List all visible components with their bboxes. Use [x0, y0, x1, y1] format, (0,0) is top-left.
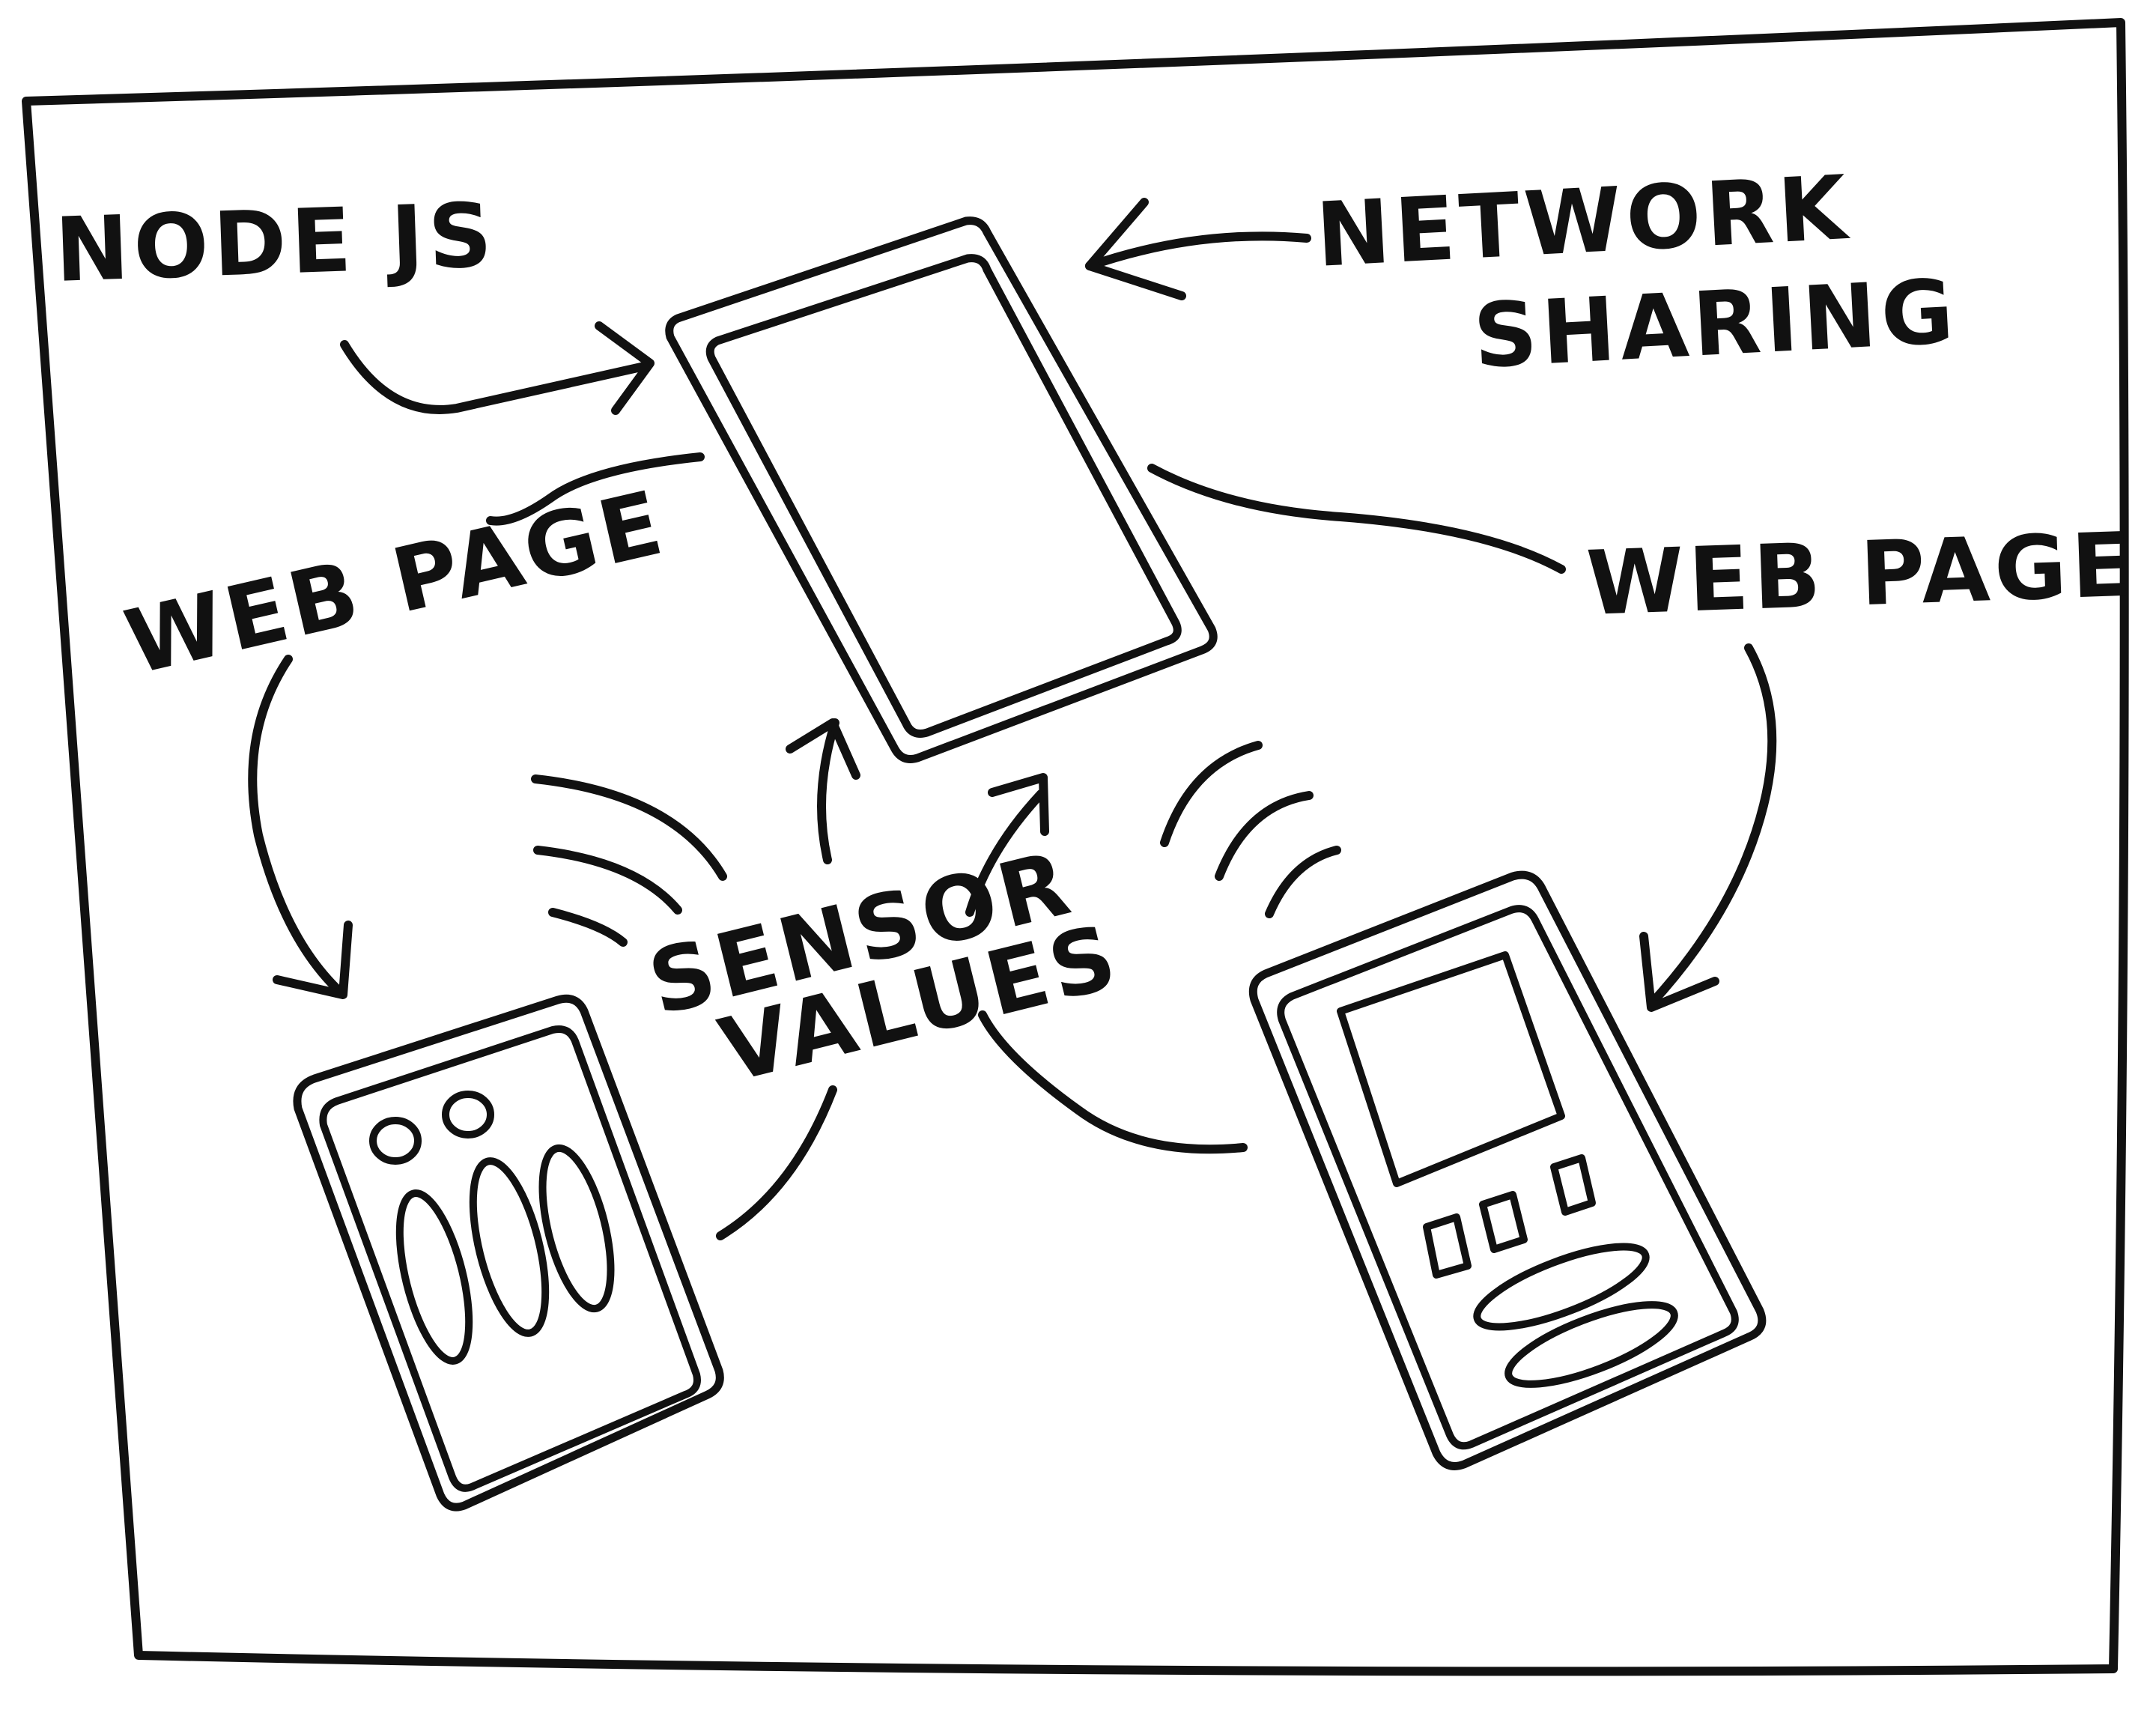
button-icon-1	[1423, 1213, 1472, 1279]
wifi-signal-icon-left	[531, 774, 727, 947]
arrow-values-to-server	[965, 773, 1049, 917]
bar-icon-1	[1473, 1243, 1650, 1331]
knob-icon-right	[442, 1091, 494, 1139]
connector-server-to-web-page-right	[1147, 464, 1566, 574]
label-network: NETWORK	[1314, 156, 1853, 287]
arrow-web-page-to-tablet	[248, 655, 353, 999]
button-icon-2	[1479, 1191, 1528, 1253]
knob-icon-left	[369, 1117, 422, 1165]
arrow-node-to-server	[340, 321, 655, 415]
slider-icon-3	[538, 1144, 615, 1313]
label-web-page-right: WEB PAGE	[1585, 512, 2138, 635]
wifi-signal-icon-right	[1160, 741, 1341, 918]
server-phone	[665, 216, 1218, 763]
display-phone-screen	[1337, 951, 1565, 1187]
controller-tablet-outer	[293, 994, 724, 1512]
arrow-web-page-to-display	[1639, 643, 1777, 1012]
label-sharing: SHARING	[1471, 259, 1961, 388]
bar-icon-2	[1504, 1301, 1678, 1388]
arrow-sensor-to-server	[786, 718, 860, 864]
controller-tablet-screen	[319, 1025, 701, 1492]
slider-icon-2	[469, 1157, 550, 1337]
display-phone-inner	[1277, 905, 1739, 1450]
arrow-network-to-server	[1085, 198, 1311, 300]
frame-border	[22, 18, 2129, 1676]
slider-icon-1	[395, 1189, 473, 1365]
controller-tablet	[293, 994, 724, 1512]
label-node-js: NODE JS	[53, 183, 498, 301]
connector-tablet-to-sensor-values	[716, 1085, 837, 1240]
connector-display-to-sensor-values	[978, 1010, 1248, 1154]
server-phone-outer	[665, 216, 1218, 763]
display-phone	[1248, 870, 1767, 1470]
button-icon-3	[1550, 1154, 1596, 1216]
server-phone-screen	[705, 254, 1182, 738]
connector-server-to-web-page-left	[486, 452, 705, 526]
display-phone-outer	[1248, 870, 1767, 1470]
label-web-page-left: WEB PAGE	[116, 470, 675, 695]
